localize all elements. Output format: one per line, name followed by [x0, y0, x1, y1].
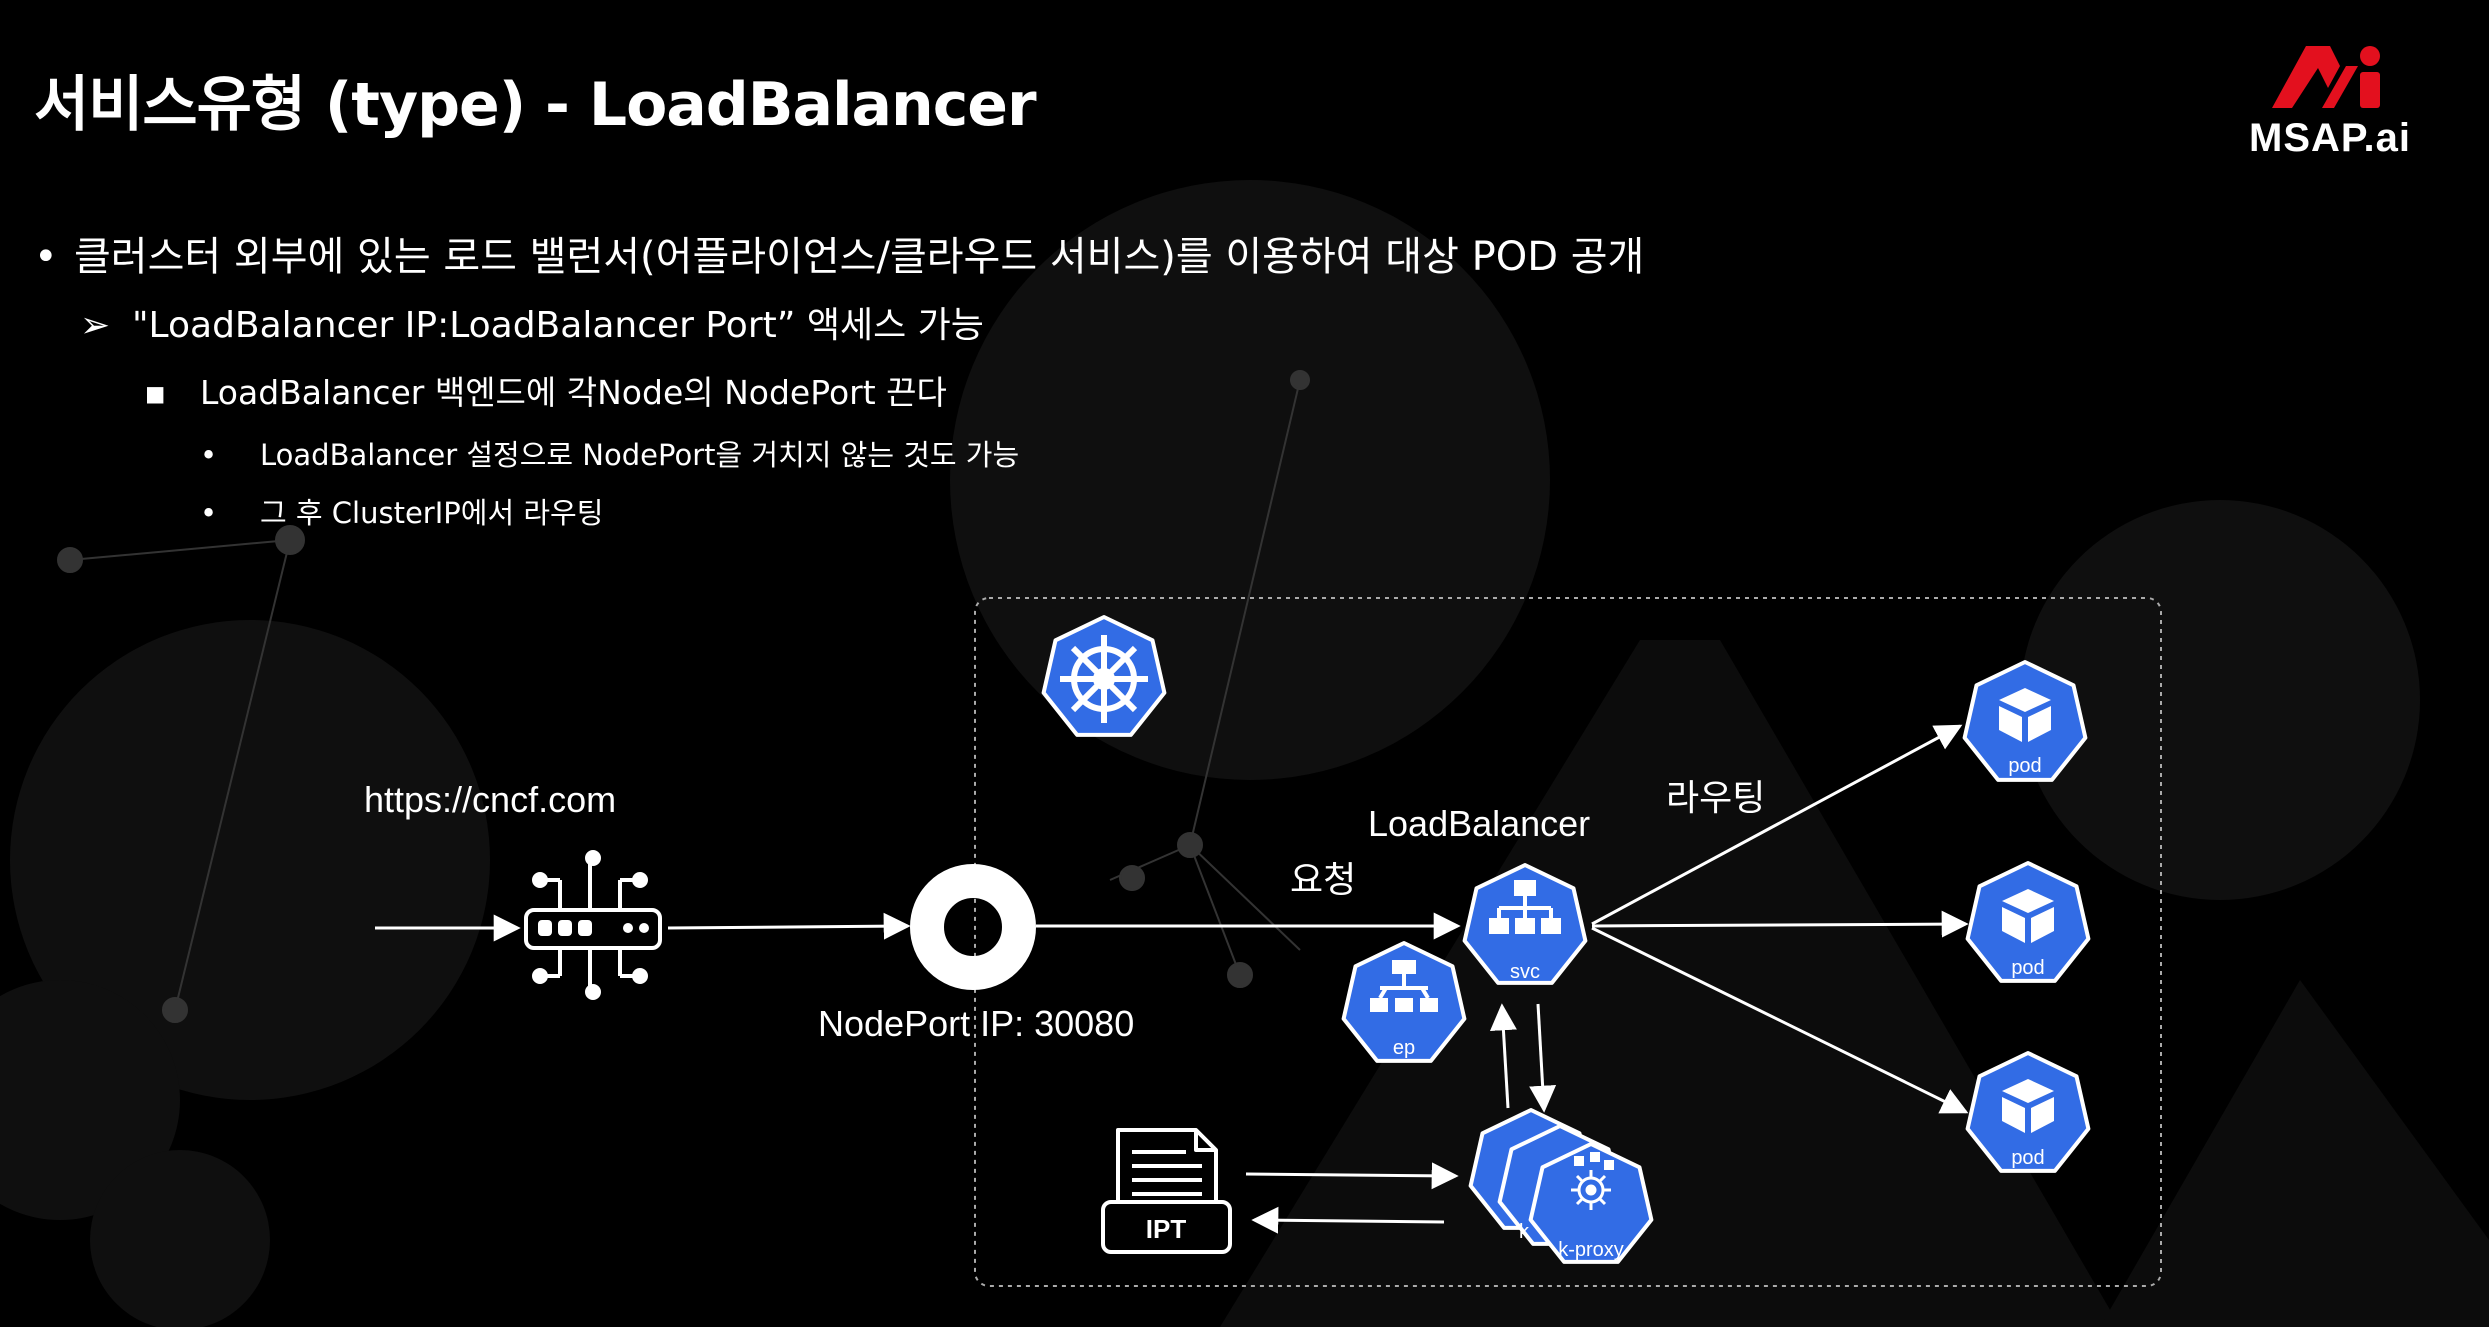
bullet-level-4: • LoadBalancer 설정으로 NodePort을 거치지 않는 것도 가…	[200, 432, 1019, 474]
arrow-route-pod2	[1591, 910, 1969, 938]
bullet-marker: •	[34, 234, 58, 280]
router-icon	[524, 850, 662, 1000]
page-title: 서비스유형 (type) - LoadBalancer	[34, 70, 1037, 140]
pod-node	[1965, 1051, 2091, 1173]
arrow-svc-kproxy	[1529, 1003, 1557, 1113]
svc-node	[1462, 863, 1588, 985]
pod-label: pod	[2008, 755, 2041, 777]
arrow-route-pod3	[1591, 926, 1969, 1114]
arrow-kproxy-svc	[1489, 1003, 1517, 1109]
brand-logo: MSAP.ai	[2210, 38, 2450, 168]
arrow-ipt-kproxy	[1245, 1162, 1459, 1190]
cluster-boundary	[974, 597, 2162, 1287]
cube-icon	[1999, 688, 2051, 742]
bullet-level-3: ▪ LoadBalancer 백엔드에 각Node의 NodePort 끈다	[144, 366, 947, 414]
bullet-text: 클러스터 외부에 있는 로드 밸런서(어플라이언스/클라우드 서비스)를 이용하…	[74, 234, 1645, 280]
bullet-text: LoadBalancer 백엔드에 각Node의 NodePort 끈다	[200, 373, 947, 412]
kubernetes-logo-icon	[1041, 615, 1167, 737]
endpoints-node	[1341, 941, 1467, 1063]
msap-logo-icon	[2272, 46, 2380, 108]
brand-logo-text: MSAP.ai	[2249, 116, 2411, 160]
ep-label: ep	[1393, 1037, 1415, 1059]
endpoints-icon	[1370, 960, 1438, 1012]
iptables-label: IPT	[1146, 1214, 1187, 1244]
pod-label: pod	[2011, 957, 2044, 979]
hierarchy-icon	[1489, 880, 1561, 934]
routing-label: 라우팅	[1666, 777, 1765, 818]
mini-cubes-icon	[1574, 1152, 1614, 1170]
bullet-text: 그 후 ClusterIP에서 라우팅	[260, 496, 604, 530]
bullet-marker: •	[200, 438, 218, 472]
gear-icon	[1571, 1170, 1611, 1210]
bullet-text: "LoadBalancer IP:LoadBalancer Port” 액세스 …	[132, 305, 984, 346]
arrow-route-pod1	[1591, 724, 1963, 926]
bullet-level-4: • 그 후 ClusterIP에서 라우팅	[200, 490, 603, 532]
arrow-router-nodeport	[667, 912, 911, 940]
kproxy-partial-label: k	[1519, 1221, 1530, 1243]
svc-label: svc	[1510, 961, 1540, 983]
arrow-marker-icon: ➢	[80, 305, 111, 346]
bullet-level-2: ➢ "LoadBalancer IP:LoadBalancer Port” 액세스…	[80, 296, 984, 348]
bullet-text: LoadBalancer 설정으로 NodePort을 거치지 않는 것도 가능	[260, 438, 1020, 472]
iptables-document-icon	[1101, 1128, 1232, 1254]
bullet-level-1: • 클러스터 외부에 있는 로드 밸런서(어플라이언스/클라우드 서비스)를 이용…	[34, 224, 1644, 282]
cube-icon	[2002, 889, 2054, 943]
square-marker-icon: ▪	[144, 373, 167, 412]
kube-proxy-stack	[1468, 1108, 1654, 1264]
url-label: https://cncf.com	[364, 779, 616, 820]
request-label: 요청	[1290, 859, 1356, 900]
cube-icon	[2002, 1079, 2054, 1133]
pod-node	[1962, 660, 2088, 782]
nodeport-icon	[910, 864, 1036, 990]
nodeport-label: NodePort IP: 30080	[818, 1003, 1134, 1044]
bullet-marker: •	[200, 496, 218, 530]
kproxy-label: k-proxy	[1558, 1239, 1624, 1261]
loadbalancer-label: LoadBalancer	[1368, 803, 1590, 844]
arrow-kproxy-ipt	[1251, 1206, 1445, 1234]
pod-node	[1965, 861, 2091, 983]
pod-label: pod	[2011, 1147, 2044, 1169]
